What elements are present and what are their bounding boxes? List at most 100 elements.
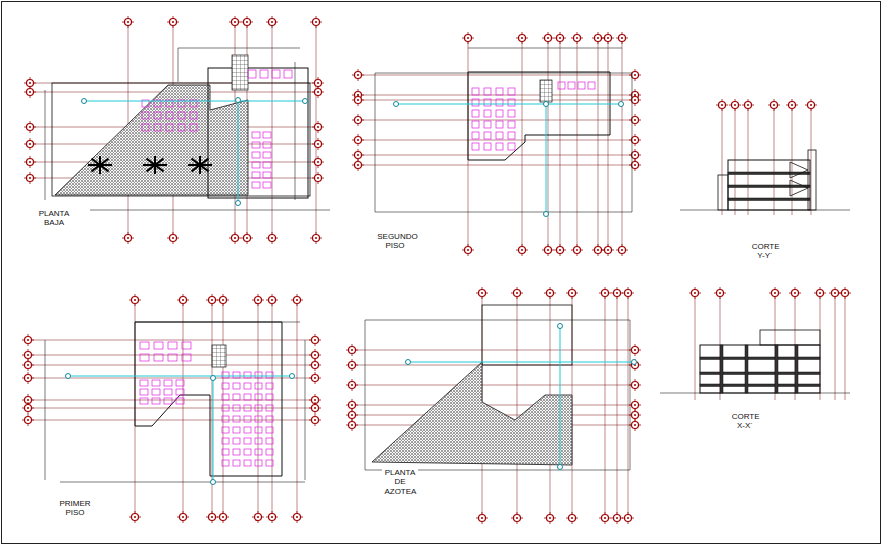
grid-line: [845, 293, 846, 400]
furniture-symbol: [233, 449, 240, 455]
grid-line: [28, 408, 315, 409]
grid-axis-marker: [805, 99, 817, 111]
grid-line: [28, 340, 315, 341]
furniture-symbol: [248, 70, 256, 78]
grid-axis-marker: [476, 512, 488, 524]
drawing-title: SEGUNDO PISO: [375, 231, 415, 251]
grid-axis-marker: [352, 114, 364, 126]
grid-axis-marker: [516, 32, 528, 44]
drawing-title: CORTE X-X´: [730, 411, 761, 431]
grid-line: [617, 293, 618, 518]
furniture-symbol: [140, 354, 149, 361]
furniture-symbol: [140, 389, 148, 395]
grid-line: [358, 155, 635, 156]
stair-symbol: [540, 80, 552, 102]
furniture-symbol: [140, 380, 148, 386]
section-cut-line: [68, 376, 292, 377]
section-cut-line: [213, 378, 214, 482]
grid-axis-marker: [24, 156, 36, 168]
grid-axis-marker: [291, 511, 303, 523]
furniture-symbol: [266, 383, 273, 389]
grid-axis-marker: [177, 511, 189, 523]
section-wall: [718, 175, 728, 210]
grid-axis-marker: [217, 511, 229, 523]
section-cut-line: [84, 101, 305, 102]
furniture-symbol: [263, 132, 271, 138]
furniture-symbol: [496, 121, 503, 128]
furniture-symbol: [178, 112, 185, 119]
furniture-symbol: [244, 405, 251, 411]
section-cut-marker: [544, 102, 549, 107]
furniture-symbol: [152, 398, 160, 404]
structural-grid: [680, 99, 850, 215]
furniture-symbol: [508, 99, 515, 106]
section-cut-marker: [236, 201, 241, 206]
grid-axis-marker: [229, 16, 241, 28]
grid-line: [297, 300, 298, 517]
furniture-symbol: [255, 383, 262, 389]
grid-axis-marker: [511, 512, 523, 524]
grid-axis-marker: [622, 287, 634, 299]
dimension-line: [45, 90, 46, 200]
furniture-symbol: [154, 124, 161, 131]
furniture-symbol: [484, 110, 491, 117]
section-cut-line: [396, 104, 621, 105]
grid-line: [28, 365, 315, 366]
furniture-symbol: [484, 121, 491, 128]
section-cut-marker: [290, 374, 295, 379]
dimension-line: [468, 48, 622, 49]
furniture-symbol: [255, 460, 262, 466]
grid-line: [517, 293, 518, 518]
section-cut-marker: [82, 99, 87, 104]
furniture-symbol: [154, 112, 161, 119]
section-cut-marker: [211, 480, 216, 485]
furniture-symbol: [508, 132, 515, 139]
dimension-line: [632, 73, 633, 212]
grid-axis-marker: [629, 114, 641, 126]
dimension-line: [178, 48, 179, 82]
stair-section: [790, 162, 808, 178]
grid-axis-marker: [839, 287, 851, 299]
tree-symbol: [88, 156, 112, 174]
furniture-symbol: [244, 394, 251, 400]
grid-axis-marker: [616, 244, 628, 256]
furniture-symbol: [244, 372, 251, 378]
section-cut-marker: [558, 324, 563, 329]
grid-axis-marker: [616, 32, 628, 44]
drawing-title: CORTE Y-Y´: [750, 241, 781, 261]
dimension-line: [375, 73, 632, 74]
grid-line: [628, 293, 629, 518]
grid-axis-marker: [312, 156, 324, 168]
furniture-symbol: [496, 99, 503, 106]
grid-line: [722, 105, 723, 215]
furniture-symbol: [255, 394, 262, 400]
section-cut-line: [560, 326, 561, 467]
structural-grid: [346, 287, 641, 524]
grid-axis-marker: [24, 121, 36, 133]
grid-axis-marker: [602, 32, 614, 44]
grid-axis-marker: [309, 414, 321, 426]
floor-slab: [728, 172, 810, 175]
furniture-symbol: [233, 416, 240, 422]
grid-axis-marker: [229, 232, 241, 244]
furniture-symbol: [252, 162, 260, 168]
grid-axis-marker: [122, 16, 134, 28]
dimension-line: [178, 48, 300, 49]
furniture-symbol: [152, 380, 160, 386]
site-outline: [52, 83, 310, 196]
grid-axis-marker: [217, 294, 229, 306]
furniture-symbol: [168, 354, 177, 361]
grid-axis-marker: [352, 94, 364, 106]
drawing-title: PLANTA BAJA: [36, 208, 71, 228]
grid-axis-marker: [309, 372, 321, 384]
grid-line: [605, 293, 606, 518]
column-section: [745, 345, 748, 393]
grid-line: [272, 22, 273, 238]
furniture-symbol: [164, 380, 172, 386]
section-cut-marker: [236, 98, 241, 103]
furniture-symbol: [496, 110, 503, 117]
grid-axis-marker: [167, 16, 179, 28]
grid-axis-marker: [769, 287, 781, 299]
furniture-symbol: [263, 182, 271, 188]
